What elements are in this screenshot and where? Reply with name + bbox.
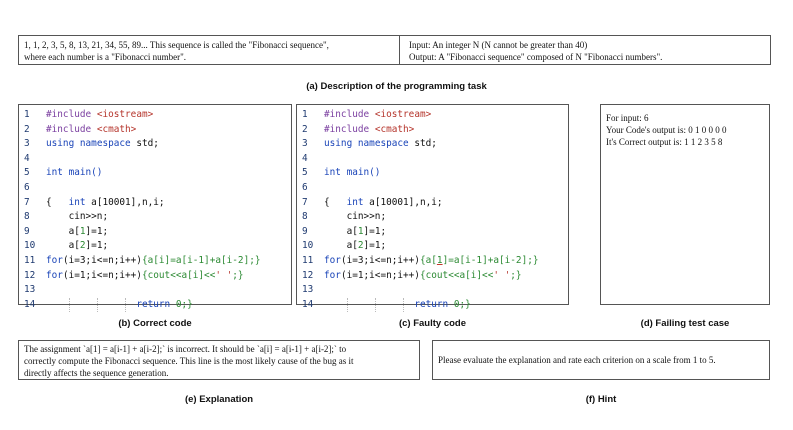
code-line: 9 a[1]=1; [24, 225, 109, 237]
correct-code-panel: 1#include <iostream> 2#include <cmath> 3… [18, 104, 292, 313]
indent-guide [69, 297, 70, 313]
hint-text: Please evaluate the explanation and rate… [438, 355, 716, 365]
code-line: 8 cin>>n; [24, 211, 109, 223]
code-line: 4 [24, 152, 30, 164]
code-line: 7{ int a[10001],n,i; [24, 196, 165, 208]
explanation-text: The assignment `a[1] = a[i-1] + a[i-2];`… [24, 344, 354, 378]
caption-task: (a) Description of the programming task [306, 81, 487, 92]
caption-hint: (f) Hint [585, 394, 617, 405]
caption-correct-code: (b) Correct code [118, 318, 192, 329]
code-line: 4 [302, 152, 308, 164]
code-line: 10 a[2]=1; [24, 240, 109, 252]
task-description-left: 1, 1, 2, 3, 5, 8, 13, 21, 34, 55, 89... … [24, 40, 329, 62]
task-divider [399, 36, 400, 64]
caption-faulty-code: (c) Faulty code [398, 318, 467, 329]
code-line: 1#include <iostream> [302, 109, 432, 120]
indent-guide [347, 297, 348, 313]
faulty-code-panel: 1#include <iostream> 2#include <cmath> 3… [296, 104, 569, 313]
task-description-box: 1, 1, 2, 3, 5, 8, 13, 21, 34, 55, 89... … [18, 35, 771, 65]
code-line: 2#include <cmath> [24, 123, 137, 135]
caption-explanation: (e) Explanation [184, 394, 254, 405]
indent-guide [403, 297, 404, 313]
task-io-spec: Input: An integer N (N cannot be greater… [409, 40, 663, 62]
code-line: 2#include <cmath> [302, 123, 415, 135]
code-line: 6 [24, 181, 30, 193]
failing-test-text: For input: 6 Your Code's output is: 0 1 … [606, 113, 727, 147]
explanation-box: The assignment `a[1] = a[i-1] + a[i-2];`… [18, 340, 420, 380]
code-line: 9 a[1]=1; [302, 225, 387, 237]
code-line: 7{ int a[10001],n,i; [302, 196, 443, 208]
code-line: 1#include <iostream> [24, 109, 154, 120]
indent-guide [97, 297, 98, 313]
code-line: 14 return 0;} [297, 297, 568, 313]
code-line: 8 cin>>n; [302, 211, 387, 223]
code-line: 14 return 0;} [19, 297, 291, 313]
code-line: 13 [302, 284, 314, 296]
hint-box: Please evaluate the explanation and rate… [432, 340, 770, 380]
bug-marker: 1 [436, 254, 443, 266]
indent-guide [125, 297, 126, 313]
caption-failing-test: (d) Failing test case [640, 318, 730, 329]
indent-guide [375, 297, 376, 313]
code-line: 6 [302, 181, 308, 193]
code-line: 13 [24, 284, 36, 296]
code-line: 10 a[2]=1; [302, 240, 387, 252]
failing-test-box: For input: 6 Your Code's output is: 0 1 … [600, 104, 770, 305]
